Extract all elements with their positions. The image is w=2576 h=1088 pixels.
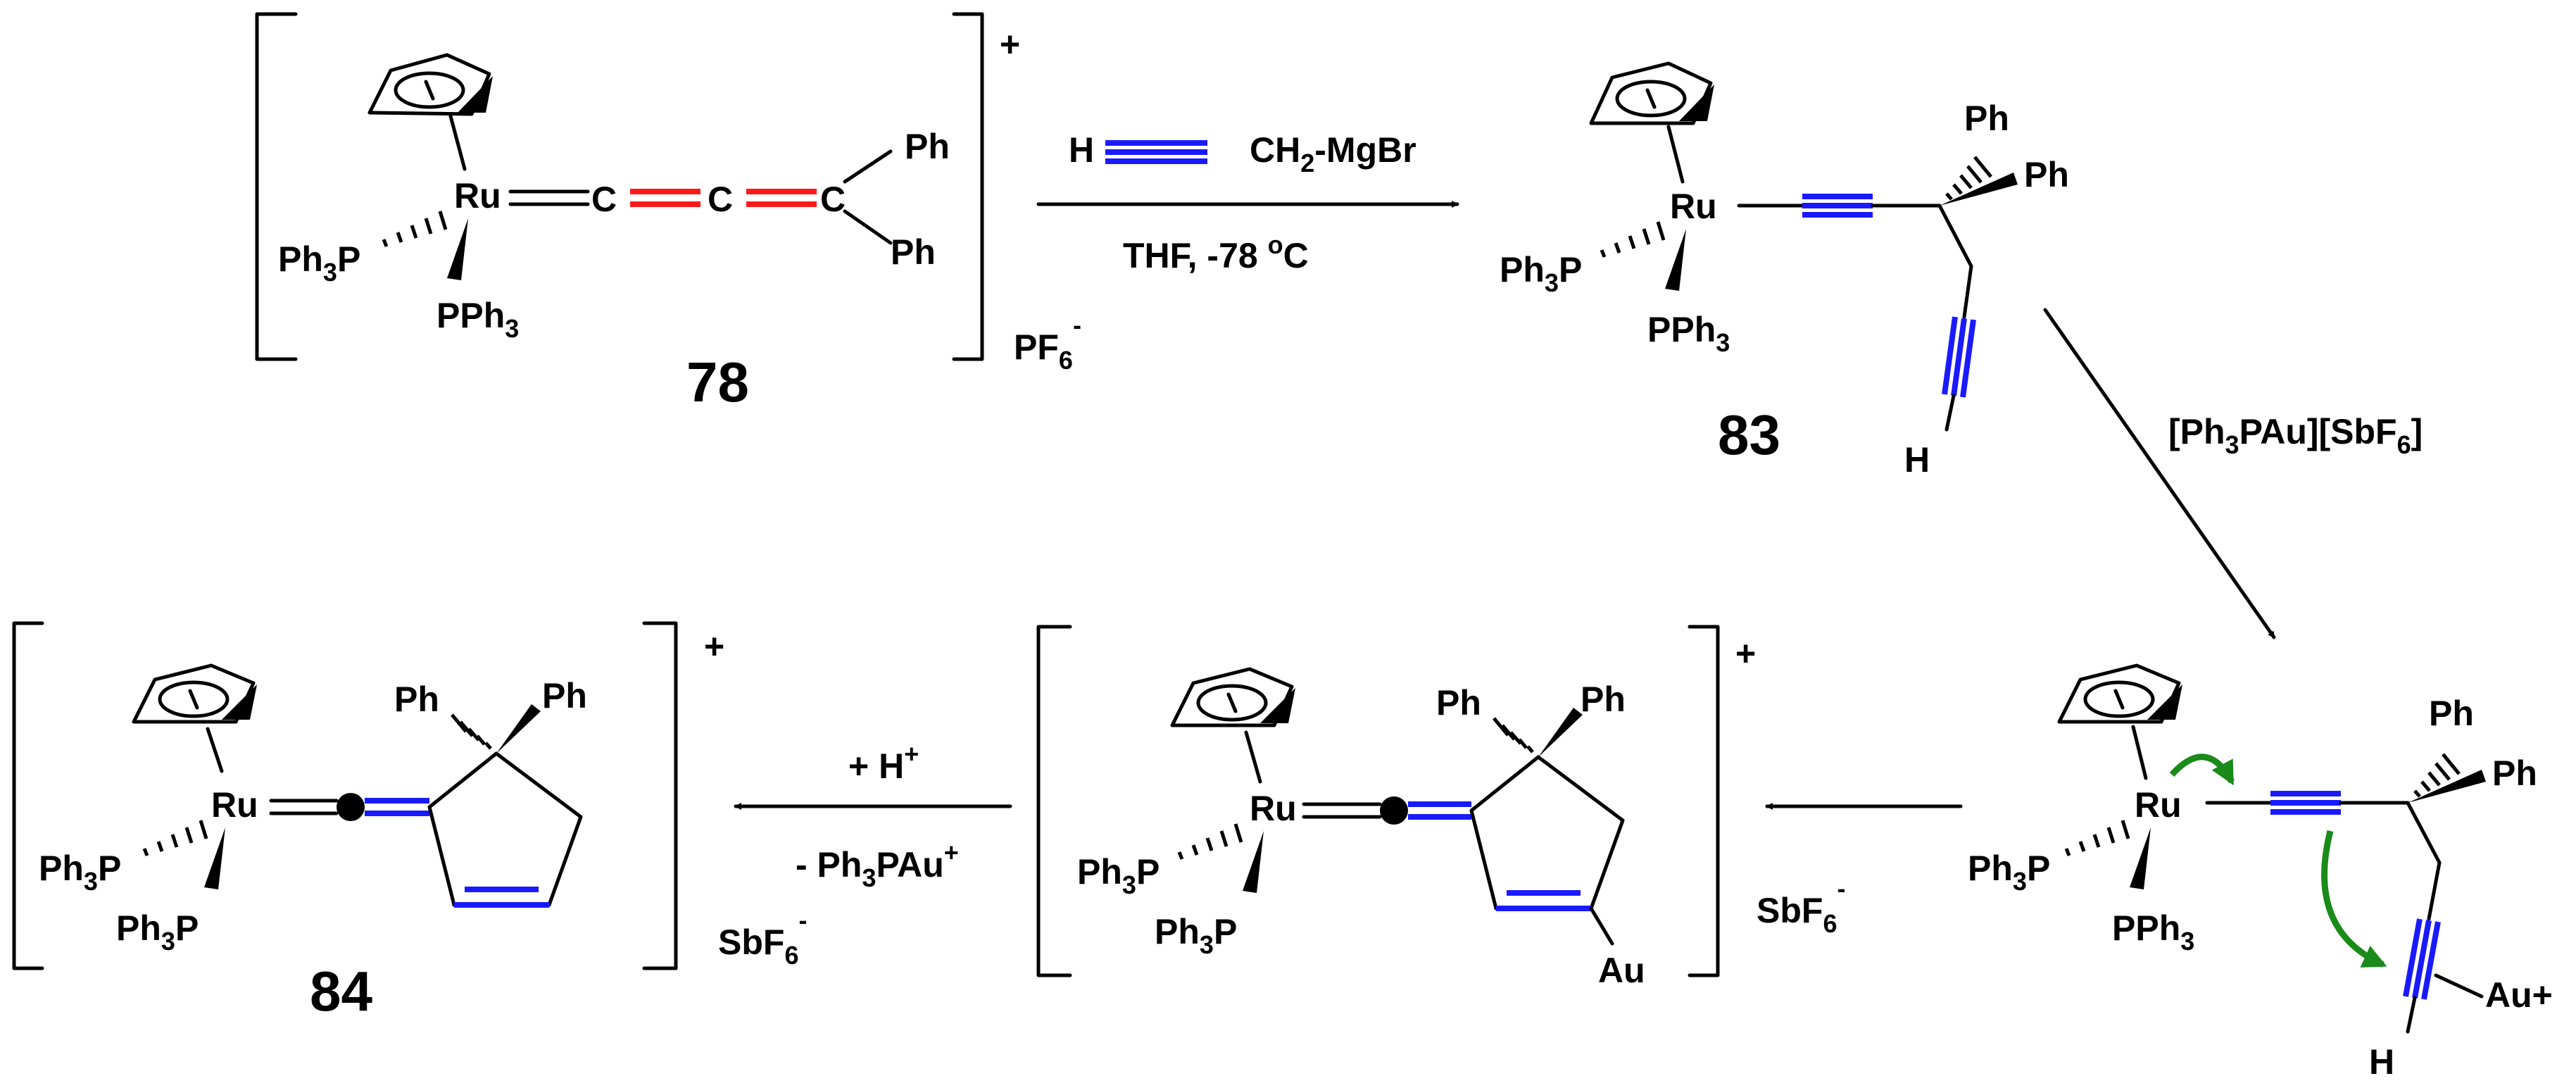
ligand-ph3p: Ph3P [1500, 250, 1582, 297]
ligand-ph3p: Ph3P [278, 239, 360, 287]
vinylidene-carbon [337, 793, 365, 821]
charge-plus: + [1735, 634, 1756, 673]
phenyl-lower: Ph [891, 232, 936, 272]
cyclopentadienyl-ring [1589, 61, 1714, 125]
bracket-right [642, 621, 678, 970]
reagent-h: H [1069, 130, 1094, 170]
reaction-arrow-2: [Ph3PAu][SbF6] [2043, 308, 2423, 639]
hashed-bond [2064, 820, 2130, 856]
cyclopentadienyl-ring [367, 53, 493, 116]
compound-number-83: 83 [1718, 404, 1780, 466]
ligand-ph3p: Ph3P [1968, 849, 2050, 896]
hashed-bond-ph [451, 713, 492, 750]
reagent-gold: [Ph3PAu][SbF6] [2168, 412, 2423, 459]
wedge-bond-ph [496, 704, 541, 754]
ligand-ph3p-lower: Ph3P [1155, 912, 1237, 959]
counterion-pf6: PF6- [1014, 311, 1081, 375]
electron-push-arrow-1 [2169, 754, 2235, 786]
compound-number-78: 78 [686, 351, 749, 413]
wedge-bond [1243, 831, 1264, 893]
hashed-bond-ph [2413, 753, 2461, 798]
compound-78: + Ru Ph3P PPh3 C C C Ph Ph 78 [255, 12, 1081, 413]
reagent-grignard: CH2-MgBr [1250, 130, 1416, 177]
wedge-bond [2130, 827, 2151, 889]
phenyl-upper: Ph [1964, 99, 2009, 138]
phenyl-left: Ph [394, 680, 439, 719]
ligand-pph3: PPh3 [436, 296, 519, 343]
cyclopentadienyl-ring [1170, 667, 1295, 727]
hashed-bond-ph [1945, 156, 1992, 201]
wedge-bond-ph [2408, 770, 2486, 803]
hashed-bond [1177, 823, 1243, 860]
phenyl-lower: Ph [2024, 155, 2069, 194]
bracket-left [255, 12, 298, 361]
phenyl-upper: Ph [905, 127, 950, 166]
atom-c3: C [820, 180, 846, 219]
ligand-ph3p-lower: Ph3P [116, 908, 199, 956]
compound-83: Ru Ph3P PPh3 Ph Ph H 83 [1500, 61, 2069, 480]
hashed-bond-ph [1493, 717, 1534, 754]
byproduct-gold: - Ph3PAu+ [796, 838, 959, 892]
wedge-bond [204, 827, 225, 889]
metal-ru: Ru [1250, 789, 1297, 828]
counterion-sbf6: SbF6- [1757, 874, 1845, 938]
bracket-right [952, 12, 984, 361]
gold-cation: Au+ [2485, 975, 2553, 1015]
phenyl-left: Ph [1436, 683, 1481, 723]
counterion-sbf6: SbF6- [718, 906, 807, 970]
reaction-arrow-4: + H+ - Ph3PAu+ [734, 739, 1012, 892]
bracket-left [12, 621, 44, 970]
vinylidene-carbon [1380, 796, 1408, 825]
ligand-pph3: PPh3 [2112, 908, 2194, 956]
ligand-ph3p: Ph3P [39, 849, 121, 896]
phenyl-upper: Ph [2429, 694, 2474, 733]
ligand-pph3: PPh3 [1647, 310, 1730, 357]
wedge-bond-ph [1538, 708, 1583, 757]
conditions: THF, -78 oC [1123, 230, 1309, 275]
electron-push-arrow-2 [2321, 830, 2387, 968]
atom-c1: C [591, 180, 617, 219]
charge-plus: + [1000, 25, 1020, 64]
wedge-bond [1665, 229, 1686, 291]
compound-84: + SbF6- Ru Ph3P Ph3P Ph [12, 621, 807, 1023]
hashed-bond [142, 820, 208, 856]
metal-ru: Ru [1670, 187, 1717, 226]
cyclopentadienyl-ring [132, 663, 257, 724]
charge-plus: + [704, 627, 724, 666]
phenyl-lower: Ph [2492, 754, 2537, 793]
atom-h: H [2369, 1042, 2394, 1082]
atom-c2: C [708, 180, 733, 219]
bracket-left [1036, 625, 1072, 977]
atom-au: Au [1598, 951, 1645, 990]
cyclopentadienyl-ring [2057, 663, 2182, 724]
metal-ru: Ru [454, 176, 501, 215]
bracket-right [1688, 625, 1720, 977]
phenyl-right: Ph [1581, 680, 1626, 719]
wedge-bond [447, 218, 468, 280]
atom-h: H [1904, 440, 1930, 480]
hashed-bond [1600, 221, 1666, 258]
reagent-proton: + H+ [848, 739, 919, 786]
gold-activated-intermediate: Ru Ph3P PPh3 Ph Ph H Au+ [1968, 663, 2553, 1082]
hashed-bond [382, 211, 448, 247]
vinylidene-gold-intermediate: + SbF6- Ru Ph3P Ph3P Ph [1036, 625, 1845, 990]
compound-number-84: 84 [310, 960, 372, 1023]
metal-ru: Ru [2135, 785, 2182, 825]
phenyl-right: Ph [542, 676, 587, 715]
wedge-bond-ph [1940, 173, 2018, 206]
ligand-ph3p: Ph3P [1077, 852, 1160, 899]
metal-ru: Ru [211, 785, 258, 825]
reaction-arrow-1: H CH2-MgBr THF, -78 oC [1036, 130, 1459, 275]
